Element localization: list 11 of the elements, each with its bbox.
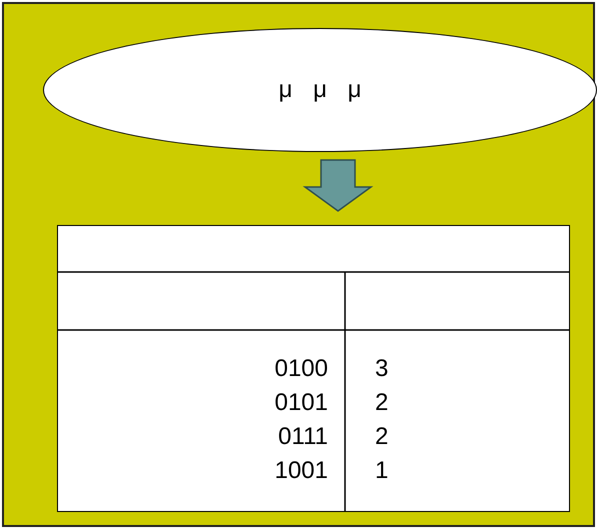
count-value: 1	[375, 457, 388, 485]
count-value: 2	[375, 423, 388, 451]
binary-code: 0101	[274, 389, 328, 417]
block-arrow	[302, 159, 374, 212]
count-value: 2	[375, 389, 388, 417]
binary-code: 0100	[274, 355, 328, 383]
data-table	[57, 225, 570, 512]
count-value: 3	[375, 355, 388, 383]
binary-code: 0111	[278, 423, 328, 451]
node-text: μ μ μ	[278, 76, 362, 104]
binary-code: 1001	[274, 457, 328, 485]
